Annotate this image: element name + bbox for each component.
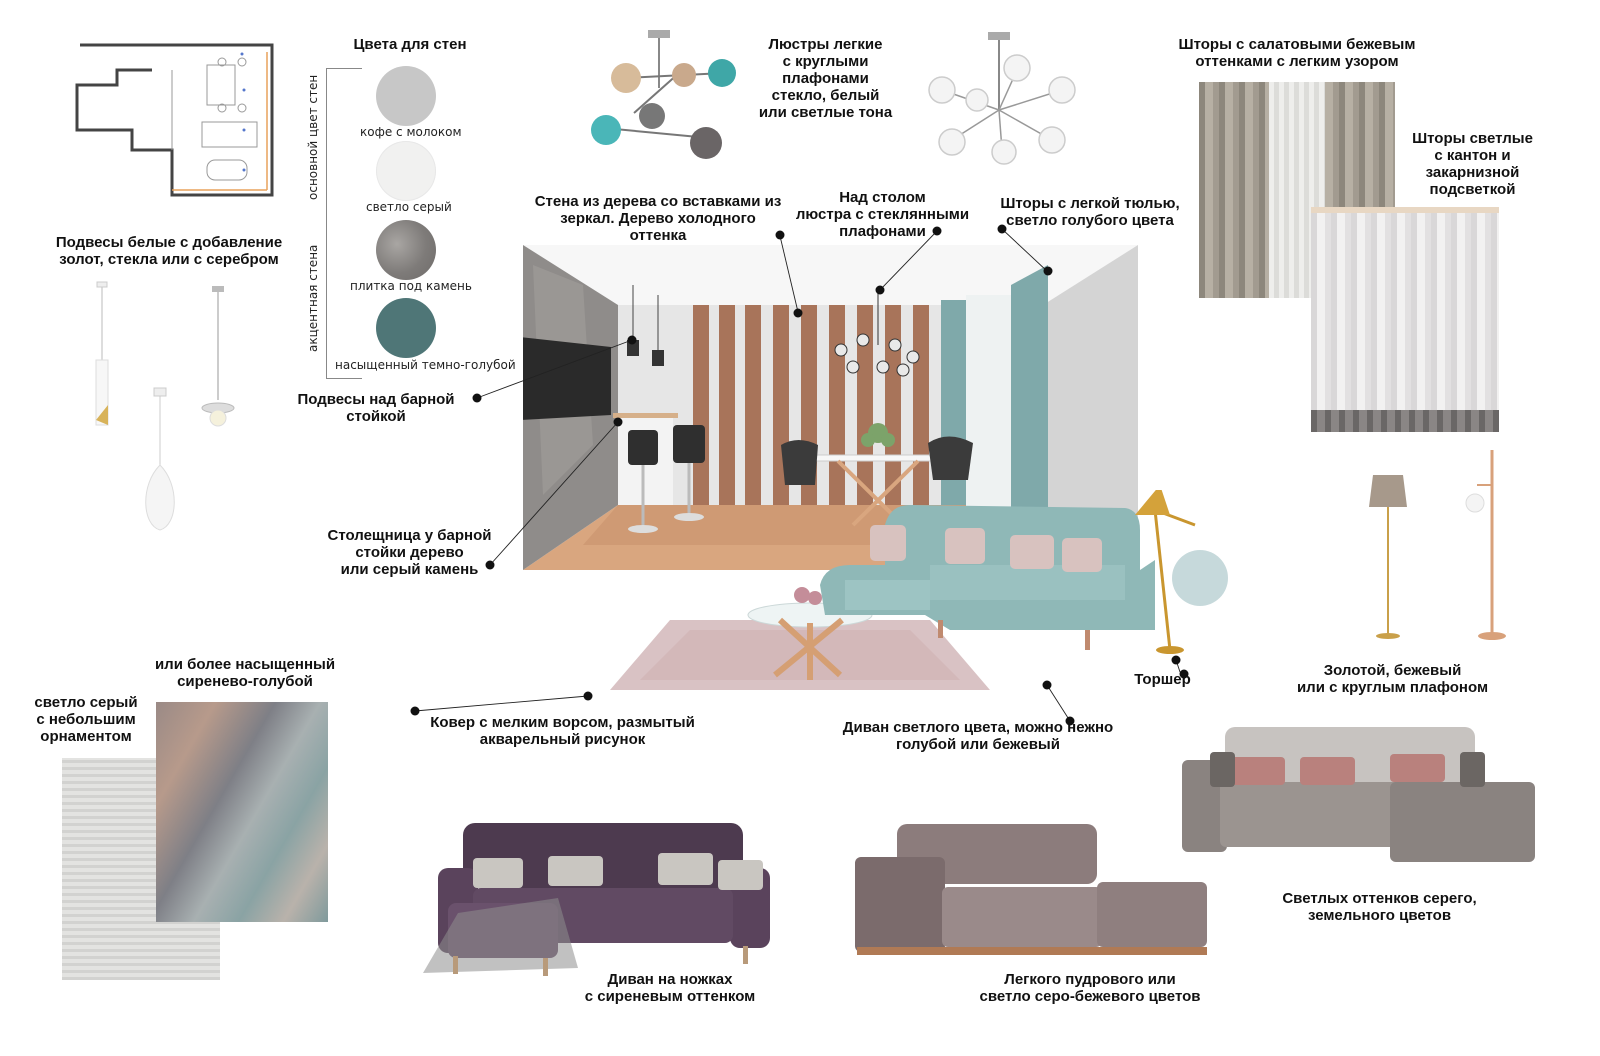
sofa-grey-callout: Светлых оттенков серего,земельного цвето… (1282, 890, 1477, 924)
swatch-label: насыщенный темно-голубой (335, 358, 516, 372)
chandelier-colored-image (584, 28, 744, 168)
floor-plan (72, 40, 282, 205)
sofa-lilac-image (418, 818, 776, 978)
curtain-border (1311, 410, 1499, 432)
callout-dot (472, 393, 482, 403)
curtains-light-image (1311, 207, 1499, 432)
living-composition (580, 490, 1240, 700)
swatch-coffee-milk (376, 66, 436, 126)
sofa-powder-image (852, 822, 1210, 972)
swatch-dark-blue (376, 298, 436, 358)
main-wall-color-label: основной цвет стен (306, 74, 320, 200)
swatch-label: кофе с молоком (360, 125, 462, 139)
floor-lamp-callout: Торшер (1134, 671, 1191, 688)
accent-blue-dot (1172, 550, 1228, 606)
pendant-lamps-image (70, 280, 270, 535)
chandelier-glass-image (922, 30, 1082, 170)
floor-lamps-image (1355, 445, 1515, 645)
sofa-grey-image (1180, 722, 1538, 867)
wall-colors-title: Цвета для стен (353, 36, 467, 53)
swatch-label: светло серый (366, 200, 452, 214)
bracket-tick (326, 68, 362, 69)
bracket-tick (326, 378, 362, 379)
accent-wall-label: акцентная стена (306, 244, 320, 352)
group-bracket (326, 68, 363, 378)
rug-watercolor-sample (156, 702, 328, 922)
swatch-stone-tile (376, 220, 436, 280)
swatch-light-grey (376, 141, 436, 201)
swatch-label: плитка под камень (350, 279, 472, 293)
tulle-callout: Шторы с легкой тюлью,светло голубого цве… (1000, 195, 1180, 229)
